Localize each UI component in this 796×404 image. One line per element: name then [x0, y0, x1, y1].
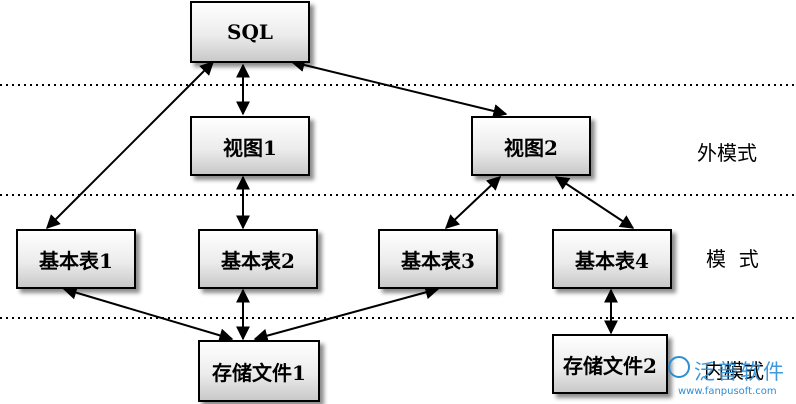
arrow-view2-table4	[554, 176, 635, 229]
table1-node: 基本表1	[16, 229, 136, 289]
level-label-internal: 内模式	[704, 359, 764, 383]
level-label-external: 外模式	[697, 141, 757, 165]
arrow-sql-view2	[290, 58, 508, 118]
brand-logo-icon	[668, 356, 690, 378]
table2-node: 基本表2	[198, 229, 318, 289]
arrow-table3-file1	[253, 285, 440, 343]
view1-node: 视图1	[190, 116, 310, 176]
watermark-url: www.fanpusoft.com	[678, 386, 777, 397]
arrow-table1-file1	[62, 285, 234, 343]
watermark-brand: 泛普软件	[694, 360, 786, 384]
table4-node: 基本表4	[552, 229, 672, 289]
table3-node: 基本表3	[378, 229, 498, 289]
file1-node: 存储文件1	[198, 340, 320, 402]
level-label-conceptual: 模 式	[706, 247, 759, 271]
arrow-sql-table1	[46, 61, 214, 229]
sql-node: SQL	[190, 1, 310, 63]
file2-node: 存储文件2	[552, 334, 668, 394]
view2-node: 视图2	[471, 116, 591, 176]
arrow-view2-table3	[444, 176, 502, 229]
